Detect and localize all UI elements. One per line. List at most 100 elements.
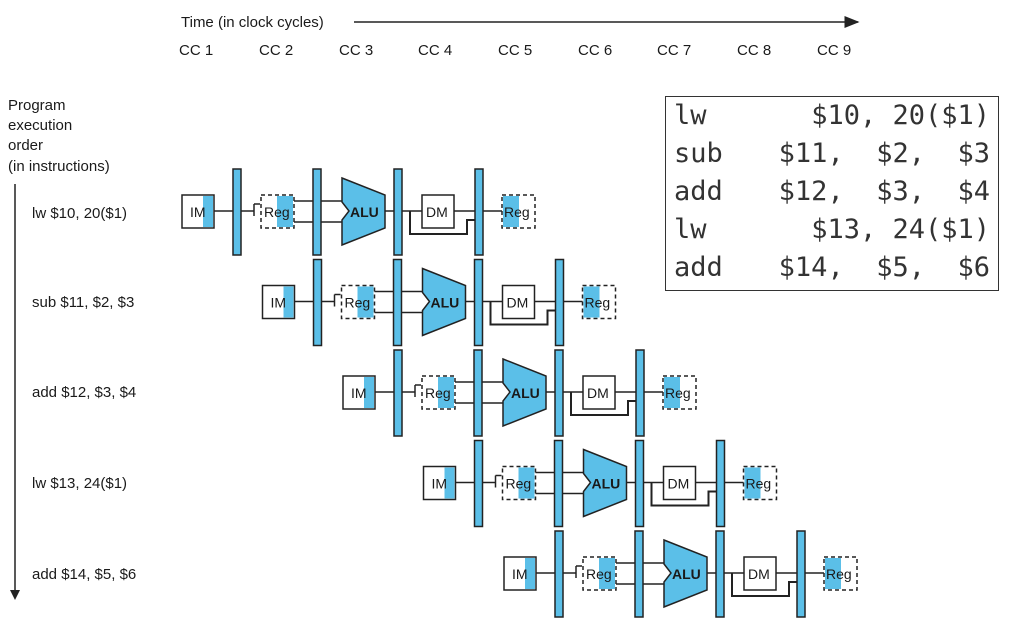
dm-label: DM [668, 476, 690, 492]
code-listing: lw $10, 20($1) sub $11, $2, $3 add $12, … [665, 96, 999, 291]
pipeline-row-4: IM Reg ALU DM Reg [422, 439, 778, 528]
reg-read-shade [357, 286, 374, 318]
pipeline-register [715, 439, 726, 528]
reg-read-shade [438, 377, 454, 408]
instruction-label-4: lw $13, 24($1) [32, 475, 127, 492]
pipeline-register [796, 530, 806, 618]
im-shade [283, 286, 294, 318]
cc-label-5: CC 5 [498, 42, 532, 59]
code-args: $13, 24($1) [811, 214, 990, 245]
code-line-5: add $14, $5, $6 [674, 249, 990, 287]
code-op: add [674, 176, 723, 207]
code-args: $10, 20($1) [811, 100, 990, 131]
code-line-3: add $12, $3, $4 [674, 173, 990, 211]
im-shade [525, 558, 535, 589]
cc-label-7: CC 7 [657, 42, 691, 59]
pipeline-register [554, 258, 565, 347]
bypass-wire [650, 482, 717, 507]
cc-label-2: CC 2 [259, 42, 293, 59]
code-op: lw [674, 214, 707, 245]
program-order-label-line-4: (in instructions) [8, 158, 110, 175]
dm-label: DM [426, 204, 448, 220]
im-label: IM [351, 385, 367, 401]
cc-label-6: CC 6 [578, 42, 612, 59]
pipeline-register [473, 349, 483, 437]
alu-shape [663, 538, 708, 609]
pipeline-register [554, 530, 564, 618]
reg-read-label: Reg [506, 476, 532, 492]
code-line-1: lw $10, 20($1) [674, 97, 990, 135]
alu-shape [582, 448, 628, 518]
pipeline-register [553, 439, 564, 528]
reg-write-label: Reg [826, 566, 852, 582]
reg-read-shade [277, 196, 293, 227]
im-shade [444, 467, 455, 499]
im-label: IM [271, 295, 287, 311]
cc-label-4: CC 4 [418, 42, 452, 59]
instruction-label-2: sub $11, $2, $3 [32, 294, 134, 311]
code-args: $11, $2, $3 [778, 138, 990, 169]
alu-shape [341, 176, 386, 247]
pipeline-register [312, 258, 323, 347]
time-axis-label: Time (in clock cycles) [181, 14, 324, 31]
im-label: IM [432, 476, 448, 492]
alu-shape [502, 357, 547, 428]
dm-label: DM [748, 566, 770, 582]
program-order-label-line-3: order [8, 137, 43, 154]
reg-write-label: Reg [665, 385, 691, 401]
cc-label-1: CC 1 [179, 42, 213, 59]
pipeline-register [393, 349, 403, 437]
reg-read-label: Reg [586, 566, 612, 582]
reg-write-label: Reg [746, 476, 772, 492]
pipeline-register [473, 258, 484, 347]
pipeline-register [634, 530, 644, 618]
code-op: add [674, 252, 723, 283]
dm-label: DM [507, 295, 529, 311]
pipeline-row-3: IM Reg ALU DM Reg [342, 349, 697, 437]
code-args: $14, $5, $6 [778, 252, 990, 283]
program-order-label-line-1: Program [8, 97, 66, 114]
alu-label: ALU [592, 476, 621, 492]
im-label: IM [190, 204, 206, 220]
cc-label-9: CC 9 [817, 42, 851, 59]
reg-write-shade [744, 467, 761, 499]
pipeline-register [554, 349, 564, 437]
reg-write-shade [664, 377, 680, 408]
dm-label: DM [587, 385, 609, 401]
cc-label-8: CC 8 [737, 42, 771, 59]
reg-write-shade [503, 196, 519, 227]
pipeline-register [715, 530, 725, 618]
bypass-wire [731, 573, 797, 597]
code-args: $12, $3, $4 [778, 176, 990, 207]
im-label: IM [512, 566, 528, 582]
im-shade [203, 196, 213, 227]
alu-label: ALU [431, 295, 460, 311]
pipeline-register [232, 168, 242, 256]
pipeline-register [393, 168, 403, 256]
alu-label: ALU [350, 204, 379, 220]
instruction-label-1: lw $10, 20($1) [32, 205, 127, 222]
dm-box [421, 194, 455, 229]
alu-shape [421, 267, 467, 337]
reg-read-label: Reg [425, 385, 451, 401]
reg-read-label: Reg [345, 295, 371, 311]
pipeline-register [474, 168, 484, 256]
program-order-label-line-2: execution [8, 117, 72, 134]
bypass-wire [409, 211, 475, 235]
reg-write-label: Reg [504, 204, 530, 220]
code-line-2: sub $11, $2, $3 [674, 135, 990, 173]
pipeline-register [312, 168, 322, 256]
bypass-wire [570, 392, 636, 416]
alu-label: ALU [511, 385, 540, 401]
pipeline-register [635, 349, 645, 437]
code-op: lw [674, 100, 707, 131]
reg-write-shade [583, 286, 600, 318]
instruction-label-5: add $14, $5, $6 [32, 566, 136, 583]
instruction-label-3: add $12, $3, $4 [32, 384, 136, 401]
reg-write-shade [825, 558, 841, 589]
